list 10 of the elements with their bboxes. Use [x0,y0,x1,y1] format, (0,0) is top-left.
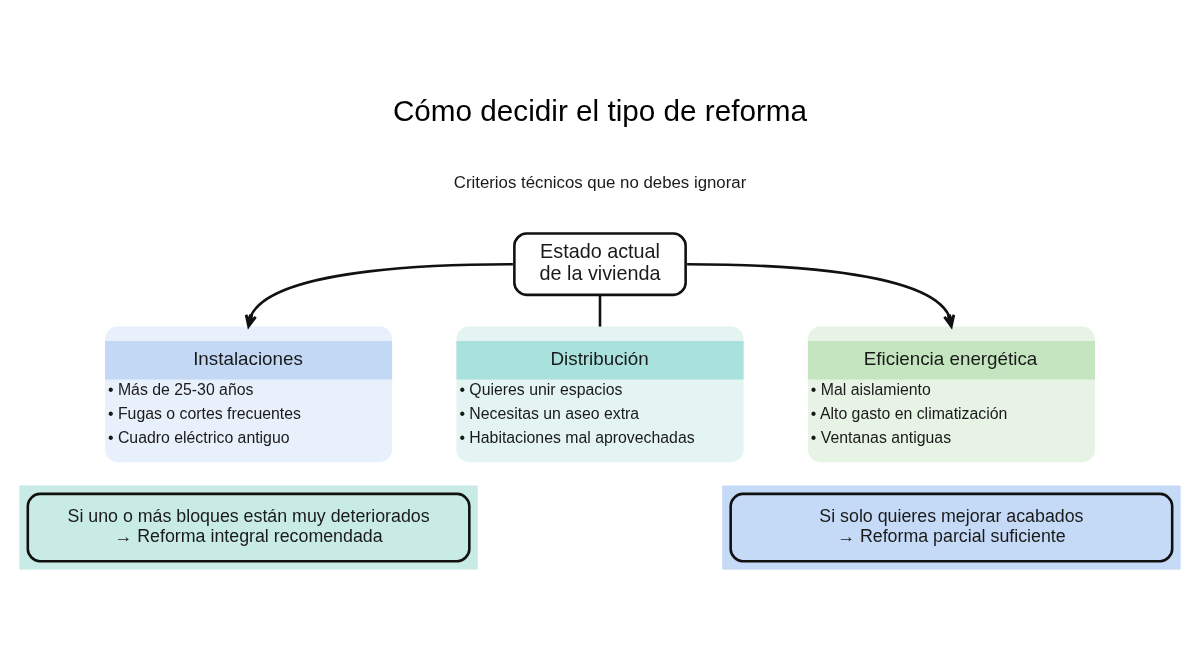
node-box: Estado actual de la vivienda [513,232,687,297]
node-box: Si uno o más bloques están muy deteriorados → Reforma integral recomendada [26,492,471,563]
diagram-title: Cómo decidir el tipo de reforma [392,93,808,127]
label: Criterios técnicos que no debes ignorar [453,173,747,193]
arrow [687,262,956,328]
connector [598,294,602,327]
cluster [19,485,478,570]
cluster [722,485,1181,570]
arrow [244,262,513,328]
node-box: Si solo quieres mejorar acabados → Reforma parcial suficiente [729,492,1174,563]
